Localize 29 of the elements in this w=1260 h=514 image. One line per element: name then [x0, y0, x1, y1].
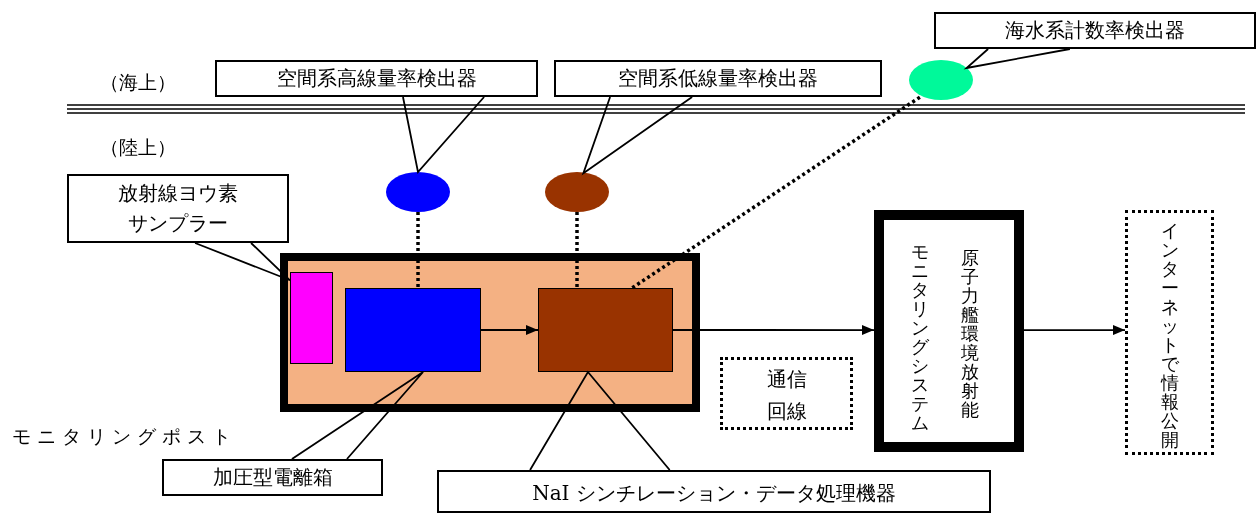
arrow	[1023, 325, 1126, 336]
detector-circle	[909, 60, 973, 100]
ion-chamber-block	[345, 288, 481, 372]
monitoring-post-box	[280, 253, 700, 412]
callout-box: 空間系高線量率検出器	[215, 60, 538, 97]
callout-box: NaI シンチレーション・データ処理機器	[437, 470, 991, 513]
region-label: （海上）	[100, 70, 176, 95]
callout-box: 空間系低線量率検出器	[554, 60, 882, 97]
scintillation-block	[538, 288, 673, 372]
arrow	[480, 325, 539, 335]
post-caption: モニタリングポスト	[12, 424, 237, 449]
signal-line	[631, 95, 921, 290]
vertical-text: インターネットで情報公開	[1160, 221, 1180, 449]
leader-line	[291, 371, 424, 460]
vertical-text: 原子力艦環境放射能モニタリングシステム	[910, 242, 980, 435]
signal-line	[575, 212, 579, 288]
sampler-block	[290, 272, 333, 364]
callout-box: 海水系計数率検出器	[934, 12, 1256, 49]
detector-circle	[386, 172, 450, 212]
leader-line	[963, 48, 1071, 70]
arrow	[672, 325, 875, 336]
monitoring-system-box	[874, 210, 1024, 452]
internet-box	[1125, 210, 1214, 455]
callout-box: 放射線ヨウ素サンプラー	[67, 174, 289, 243]
detector-circle	[545, 172, 609, 212]
callout-box: 加圧型電離箱	[162, 459, 383, 496]
leader-line	[529, 370, 671, 471]
signal-line	[416, 212, 420, 288]
region-label: （陸上）	[100, 135, 176, 160]
